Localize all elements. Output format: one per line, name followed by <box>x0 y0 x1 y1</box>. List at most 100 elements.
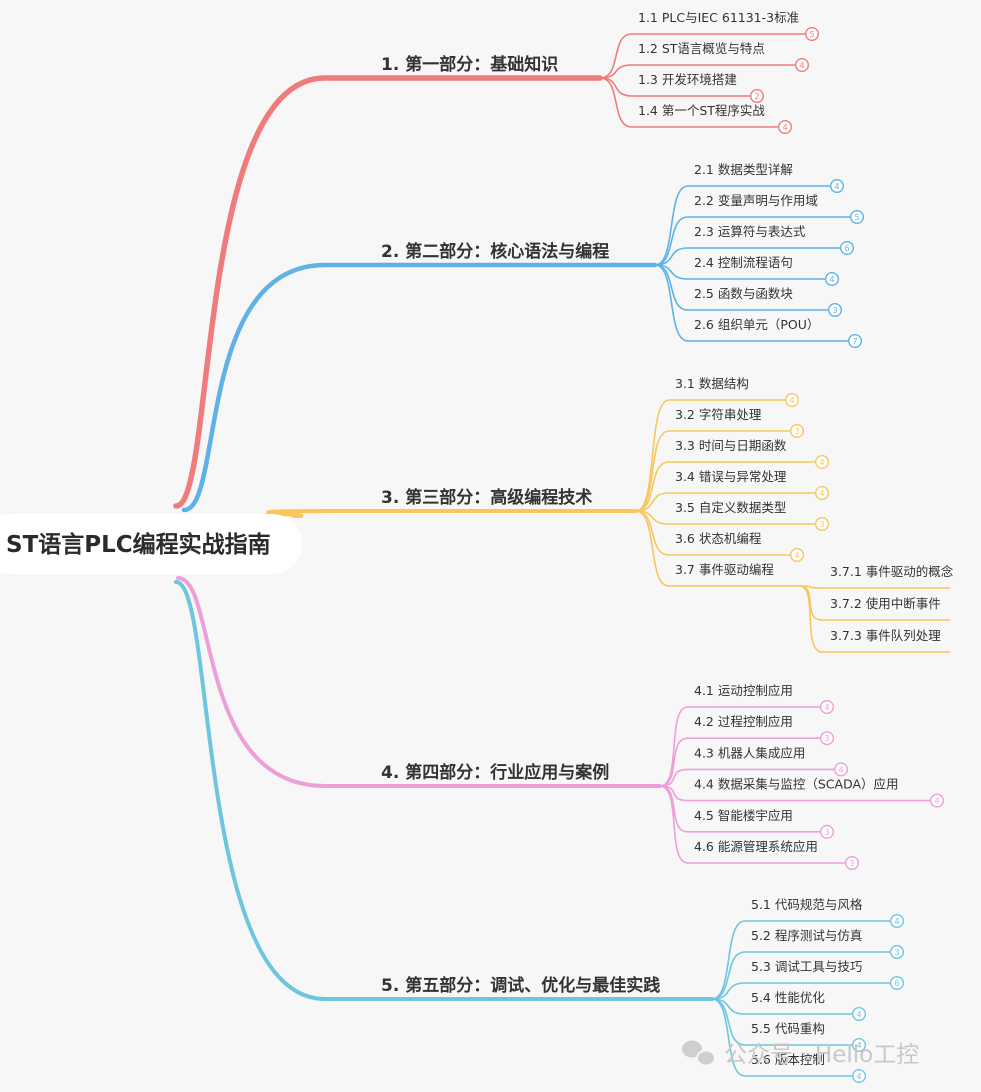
leaf-1-1-count-badge[interactable] <box>805 27 820 42</box>
root-node[interactable]: ST语言PLC编程实战指南 <box>0 514 302 574</box>
watermark: 公众号 · Hello工控 <box>682 1040 919 1068</box>
leaf-3-2-count-badge[interactable] <box>790 424 805 439</box>
leaf-5-2-label: 5.2 程序测试与仿真 <box>751 928 862 943</box>
leaf-2-4-label: 2.4 控制流程语句 <box>694 255 793 270</box>
branch-3-node[interactable]: 3. 第三部分：高级编程技术 <box>381 487 592 508</box>
leaf-4-6-count-badge[interactable] <box>845 856 860 871</box>
leaf-2-5-count-badge[interactable] <box>828 303 843 318</box>
branch-5-label: 5. 第五部分：调试、优化与最佳实践 <box>381 975 660 996</box>
leaf-3-7-node[interactable]: 3.7 事件驱动编程 <box>675 562 774 577</box>
leaf-2-1-label: 2.1 数据类型详解 <box>694 162 793 177</box>
leaf-4-5-count-badge[interactable] <box>820 824 835 839</box>
leaf-3-1-node[interactable]: 3.1 数据结构 4 <box>675 376 800 408</box>
branch-4-connector <box>176 576 662 788</box>
leaf-2-3-count-badge[interactable] <box>840 240 855 255</box>
leaf-4-3-connector <box>659 768 834 787</box>
leaf-1-2-count-badge[interactable] <box>795 58 810 73</box>
leaf-2-3-connector <box>654 247 840 266</box>
leaf-5-4-count: 4 <box>856 1010 861 1019</box>
leaf-5-2-node[interactable]: 5.2 程序测试与仿真 3 <box>751 928 905 960</box>
leaf-1-4-count-badge[interactable] <box>778 119 793 134</box>
leaf-5-6-count-badge[interactable] <box>852 1068 867 1083</box>
leaf-1-2-connector <box>599 64 795 79</box>
branch-3-label: 3. 第三部分：高级编程技术 <box>381 487 592 508</box>
leaf-3-1-count-badge[interactable] <box>785 393 800 408</box>
leaf-3-3-label: 3.3 时间与日期函数 <box>675 438 787 453</box>
leaf-4-4-connector <box>659 785 930 802</box>
leaf-3-7-1-node[interactable]: 3.7.1 事件驱动的概念 <box>830 564 954 579</box>
branch-1-node[interactable]: 1. 第一部分：基础知识 <box>381 54 558 75</box>
leaf-2-1-count-badge[interactable] <box>830 178 845 193</box>
branch-5-node[interactable]: 5. 第五部分：调试、优化与最佳实践 <box>381 975 660 996</box>
leaf-1-1-count: 5 <box>809 30 814 39</box>
leaf-3-5-node[interactable]: 3.5 自定义数据类型 3 <box>675 500 830 532</box>
leaf-2-2-count-badge[interactable] <box>850 209 865 224</box>
leaf-5-3-label: 5.3 调试工具与技巧 <box>751 959 862 974</box>
leaf-3-7-2-node[interactable]: 3.7.2 使用中断事件 <box>830 596 941 611</box>
leaf-5-2-count-badge[interactable] <box>890 945 905 960</box>
leaf-2-4-count-badge[interactable] <box>825 272 840 287</box>
leaf-4-3-count-badge[interactable] <box>834 762 849 777</box>
leaf-5-4-count-badge[interactable] <box>852 1007 867 1022</box>
leaf-4-4-node[interactable]: 4.4 数据采集与监控（SCADA）应用4 <box>694 777 945 808</box>
leaf-3-4-count-badge[interactable] <box>815 486 830 501</box>
leaf-1-3-count-badge[interactable] <box>750 88 765 103</box>
leaf-2-5-label: 2.5 函数与函数块 <box>694 286 793 301</box>
leaf-5-5-count-badge[interactable] <box>852 1037 867 1052</box>
leaf-3-7-3-node[interactable]: 3.7.3 事件队列处理 <box>830 628 941 643</box>
leaf-3-1-connector <box>635 399 785 512</box>
leaf-2-1-connector <box>654 185 830 266</box>
leaf-1-3-connector <box>599 77 750 97</box>
leaf-3-3-count-badge[interactable] <box>815 455 830 470</box>
leaf-2-6-node[interactable]: 2.6 组织单元（POU）7 <box>694 317 863 349</box>
leaf-1-4-count: 4 <box>782 123 787 132</box>
leaf-2-3-label: 2.3 运算符与表达式 <box>694 224 806 239</box>
leaf-1-1-label: 1.1 PLC与IEC 61131-3标准 <box>638 10 799 25</box>
leaf-4-1-count-badge[interactable] <box>820 700 835 715</box>
leaf-3-6-count-badge[interactable] <box>790 548 805 563</box>
leaf-5-1-connector <box>711 920 890 1000</box>
leaf-3-1-label: 3.1 数据结构 <box>675 376 749 391</box>
leaf-4-6-label: 4.6 能源管理系统应用 <box>694 839 818 854</box>
leaf-3-5-count: 3 <box>819 520 824 529</box>
leaf-1-1-node[interactable]: 1.1 PLC与IEC 61131-3标准 5 <box>638 10 820 42</box>
leaf-4-2-count-badge[interactable] <box>820 731 835 746</box>
leaf-5-2-count: 3 <box>894 948 899 957</box>
leaf-5-5-count: 4 <box>856 1041 861 1050</box>
leaf-4-3-label: 4.3 机器人集成应用 <box>694 745 805 760</box>
leaf-5-1-count-badge[interactable] <box>890 914 905 929</box>
leaf-4-4-count-badge[interactable] <box>930 793 945 808</box>
root-node-background <box>0 514 302 574</box>
branch-4-label: 4. 第四部分：行业应用与案例 <box>381 762 609 783</box>
leaf-2-6-count-badge[interactable] <box>848 334 863 349</box>
leaf-5-3-count-badge[interactable] <box>890 976 905 991</box>
leaf-3-5-label: 3.5 自定义数据类型 <box>675 500 786 515</box>
branch-2-node[interactable]: 2. 第二部分：核心语法与编程 <box>381 241 609 262</box>
leaf-3-1-count: 4 <box>789 396 794 405</box>
branch-4-node[interactable]: 4. 第四部分：行业应用与案例 <box>381 762 609 783</box>
leaf-3-5-count-badge[interactable] <box>815 517 830 532</box>
leaf-3-3-connector <box>635 461 815 512</box>
